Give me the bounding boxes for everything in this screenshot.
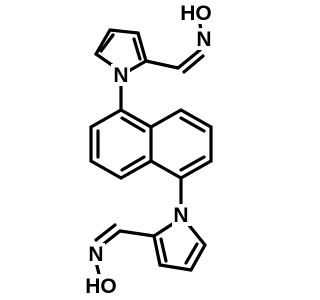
bond <box>89 159 123 180</box>
atom-label-n-oxime-bottom: N <box>86 243 105 266</box>
bond <box>118 229 156 238</box>
bond-double <box>184 242 199 265</box>
pyrrole-nitrogen-label-top: N <box>113 64 128 87</box>
atom-label-oh-bottom: HO <box>80 274 122 298</box>
oxime-nitrogen-label-bottom: N <box>88 243 103 266</box>
hydroxyl-label-top: HO <box>180 2 212 25</box>
structure-canvas: HO N N N N HO <box>80 2 217 298</box>
bond <box>152 234 162 267</box>
naphthalene <box>89 108 213 180</box>
bond <box>186 222 207 247</box>
atom-label-n-pyrrole-top: N <box>111 64 130 87</box>
bond-double <box>182 54 205 74</box>
bond <box>94 28 112 56</box>
bond <box>108 28 140 35</box>
bond <box>179 159 213 180</box>
bond <box>189 243 207 272</box>
molecule-diagram: HO N N N N HO <box>80 2 217 298</box>
atom-label-oh-top: HO <box>175 2 217 25</box>
bond-double <box>179 155 206 172</box>
bond-double <box>99 33 115 53</box>
bond-double <box>120 155 146 172</box>
hydroxyl-label-bottom: HO <box>85 275 117 298</box>
atom-label-n-pyrrole-bottom: N <box>172 204 191 227</box>
bond-double <box>120 116 146 133</box>
bond-double <box>159 237 168 263</box>
bond <box>149 159 183 180</box>
bond <box>136 31 148 63</box>
bond <box>144 59 180 70</box>
pyrrole-nitrogen-label-bottom: N <box>173 204 188 227</box>
pyrrole-ring-top <box>94 28 148 74</box>
bond <box>119 108 153 129</box>
bond <box>125 59 148 74</box>
bond <box>152 221 176 238</box>
bond <box>176 48 202 70</box>
bond <box>158 263 193 272</box>
oxime-nitrogen-label-top: N <box>196 28 211 51</box>
bond <box>119 159 153 180</box>
bond <box>149 108 183 129</box>
oxime-top <box>144 22 205 74</box>
pyrrole-ring-bottom <box>152 221 207 272</box>
bond-double <box>179 116 206 133</box>
bond <box>179 108 213 129</box>
bond-double <box>94 223 117 242</box>
bond-double <box>132 37 142 61</box>
bond <box>89 108 123 129</box>
atom-label-n-oxime-top: N <box>195 28 213 51</box>
